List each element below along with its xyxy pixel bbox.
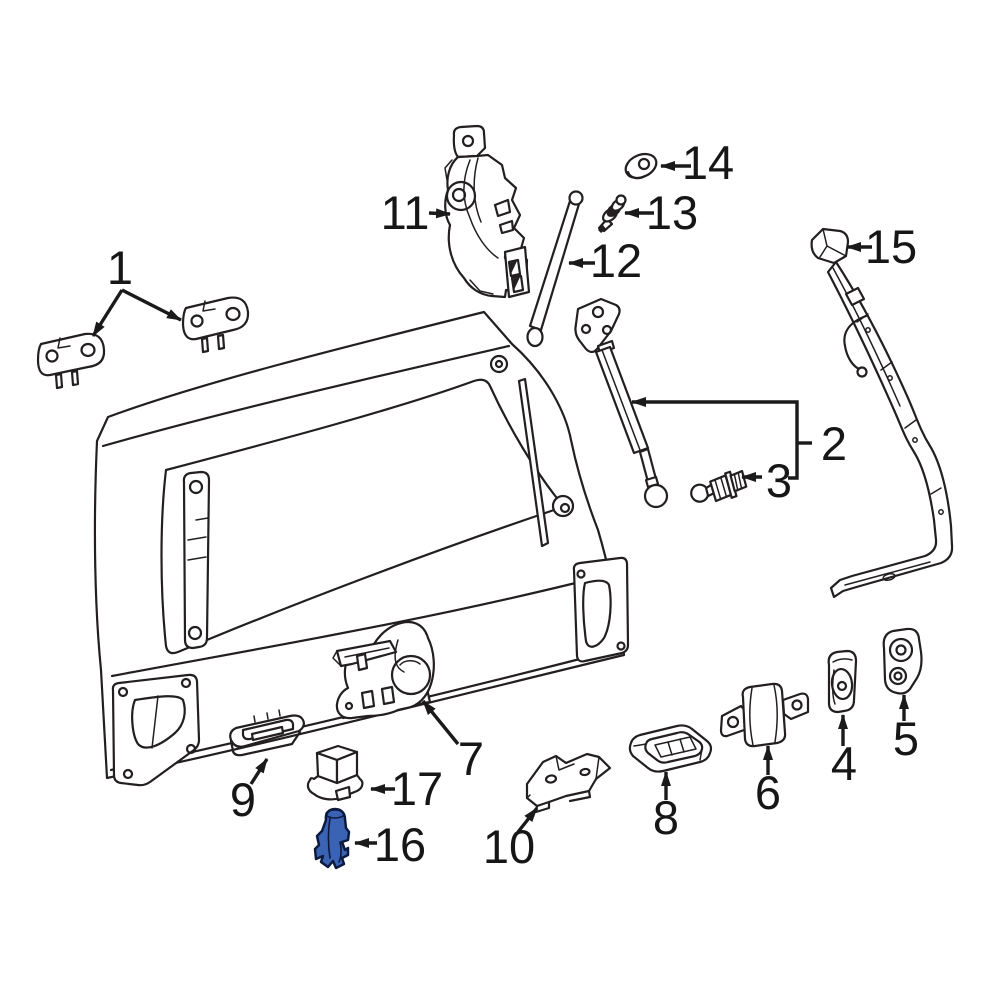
callout-10: 10: [483, 806, 539, 873]
part-1-clip-right-drawing: [181, 296, 250, 354]
callout-7-label: 7: [458, 732, 484, 785]
callouts-layer: 1 2 3 4 5 6 7 8: [91, 136, 919, 873]
callout-3-label: 3: [766, 454, 792, 507]
callout-13-label: 13: [646, 186, 698, 239]
callout-1-label: 1: [107, 241, 133, 294]
callout-10-arrow: [516, 806, 539, 834]
part-15-frame-channel-drawing: [810, 227, 954, 599]
part-6-hinge-drawing: [719, 682, 810, 748]
callout-15: 15: [846, 220, 917, 273]
part-1-clip-left-drawing: [36, 332, 106, 390]
callout-8-label: 8: [653, 791, 679, 844]
callout-8: 8: [653, 771, 679, 844]
callout-14: 14: [660, 136, 734, 189]
callout-9: 9: [230, 758, 269, 826]
callout-11-label: 11: [381, 186, 430, 239]
callout-1: 1: [91, 241, 182, 337]
callout-2-bracket-arrow: [631, 397, 799, 480]
callout-9-label: 9: [230, 773, 256, 826]
part-3-ball-stud-drawing: [690, 469, 748, 503]
callout-9-arrow: [249, 758, 269, 785]
callout-16-label: 16: [374, 818, 426, 871]
part-17-clip-drawing: [306, 744, 364, 802]
callout-4: 4: [831, 714, 857, 790]
part-12-support-rod-drawing: [526, 190, 584, 348]
callout-2-label: 2: [821, 417, 847, 470]
callout-4-label: 4: [831, 737, 857, 790]
part-16-highlighted-part-drawing: [313, 807, 351, 870]
part-2-gas-strut-drawing: [574, 297, 669, 509]
callout-15-label: 15: [865, 220, 917, 273]
part-9-handle-drawing: [229, 709, 305, 757]
part-11-lock-assembly-drawing: [444, 124, 531, 299]
callout-11: 11: [381, 186, 451, 239]
callout-12: 12: [568, 234, 642, 287]
callout-6: 6: [755, 745, 781, 819]
callout-3: 3: [741, 454, 792, 507]
callout-13: 13: [624, 186, 698, 239]
callout-1-arrow-right: [121, 288, 182, 322]
callout-17: 17: [370, 762, 443, 815]
callout-16: 16: [354, 818, 426, 871]
window-right-trim: [517, 377, 550, 548]
callout-1-arrow-left: [91, 289, 124, 337]
callout-14-label: 14: [682, 136, 734, 189]
callout-7-arrow: [421, 699, 460, 746]
window-channel-strip: [182, 470, 211, 650]
callout-6-label: 6: [755, 766, 781, 819]
callout-17-label: 17: [391, 762, 443, 815]
callout-11-arrow: [428, 208, 451, 219]
part-8-bezel-drawing: [628, 724, 713, 773]
callout-7: 7: [421, 699, 484, 785]
callout-2: 2: [631, 397, 847, 480]
callout-5-label: 5: [893, 712, 919, 765]
part-7-lock-support-drawing: [332, 621, 435, 720]
part-4-cushion-drawing: [827, 649, 858, 714]
corner-vent-right: [572, 556, 630, 663]
part-13-clip-pin-drawing: [597, 194, 627, 233]
callout-10-label: 10: [483, 820, 535, 873]
part-5-cushion-drawing: [882, 627, 923, 695]
tailgate-panel-drawing: [93, 310, 630, 787]
right-grommet: [551, 494, 575, 518]
wiper-pivot-grommet: [489, 354, 509, 374]
part-10-bracket-drawing: [525, 752, 612, 814]
callout-12-label: 12: [590, 234, 642, 287]
corner-vent-left: [111, 673, 201, 787]
part-14-grommet-drawing: [624, 152, 658, 180]
callout-5: 5: [893, 694, 919, 765]
